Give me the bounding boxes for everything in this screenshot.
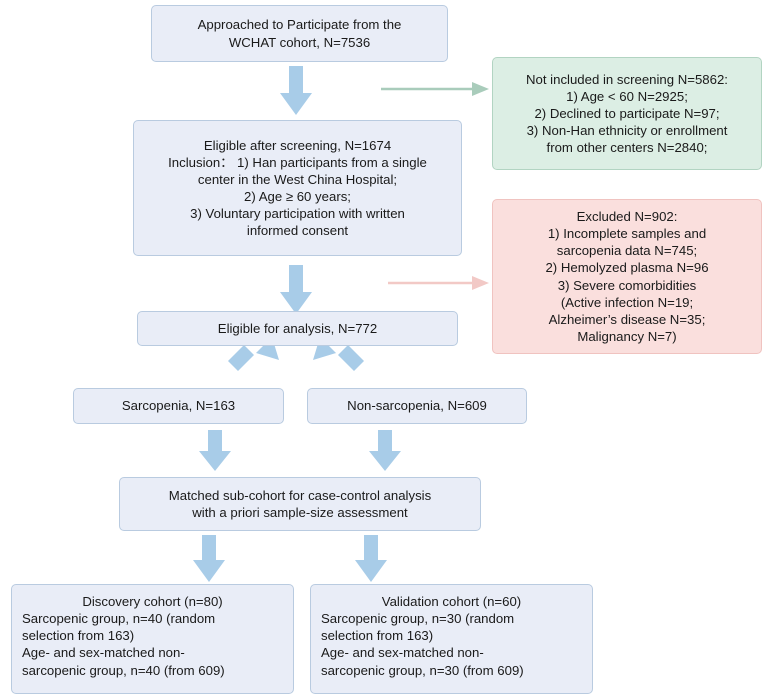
eligible-screening-line-1: Eligible after screening, N=1674 — [203, 137, 392, 153]
non-sarcopenia-line-1: Non-sarcopenia, N=609 — [347, 398, 487, 414]
validation-line-3: selection from 163) — [321, 628, 434, 644]
arrow-sarcopenia-to-matched — [199, 430, 231, 471]
matched-line-1: Matched sub-cohort for case-control anal… — [168, 487, 432, 503]
eligible-analysis-line-1: Eligible for analysis, N=772 — [217, 320, 378, 336]
arrow-eligible-screening-to-eligible-analysis — [280, 265, 312, 314]
excluded-line-5: 3) Severe comorbidities — [557, 277, 697, 293]
not-included-line-4: 3) Non-Han ethnicity or enrollment — [526, 123, 728, 139]
eligible-screening-line-6: informed consent — [246, 223, 349, 239]
node-eligible-for-analysis: Eligible for analysis, N=772 — [137, 311, 458, 346]
discovery-line-3: selection from 163) — [22, 628, 135, 644]
matched-line-2: with a priori sample-size assessment — [192, 505, 408, 520]
approached-line-1: Approached to Participate from the — [197, 17, 402, 33]
arrow-to-excluded — [388, 276, 489, 290]
discovery-line-2: Sarcopenic group, n=40 (random — [22, 611, 216, 627]
node-discovery-cohort: Discovery cohort (n=80) Sarcopenic group… — [11, 584, 294, 694]
eligible-screening-line-3: center in the West China Hospital; — [197, 171, 398, 187]
validation-line-5: sarcopenic group, n=30 (from 609) — [321, 662, 524, 678]
discovery-line-4: Age- and sex-matched non- — [22, 645, 185, 661]
arrow-matched-to-validation — [355, 535, 387, 582]
arrow-approached-to-eligible-screening — [280, 66, 312, 115]
eligible-screening-line-5: 3) Voluntary participation with written — [190, 206, 405, 222]
excluded-line-2: 1) Incomplete samples and — [547, 226, 707, 242]
not-included-line-3: 2) Declined to participate N=97; — [534, 105, 720, 121]
node-sarcopenia: Sarcopenia, N=163 — [73, 388, 284, 424]
excluded-line-7: Alzheimer’s disease N=35; — [548, 311, 706, 327]
validation-line-1: Validation cohort (n=60) — [381, 594, 522, 609]
node-matched-sub-cohort: Matched sub-cohort for case-control anal… — [119, 477, 481, 531]
node-non-sarcopenia: Non-sarcopenia, N=609 — [307, 388, 527, 424]
excluded-line-4: 2) Hemolyzed plasma N=96 — [545, 260, 709, 276]
node-validation-cohort: Validation cohort (n=60) Sarcopenic grou… — [310, 584, 593, 694]
eligible-screening-line-2: Inclusion： 1) Han participants from a si… — [168, 154, 427, 170]
excluded-line-6: (Active infection N=19; — [560, 294, 694, 310]
node-not-included-in-screening: Not included in screening N=5862: 1) Age… — [492, 57, 762, 170]
not-included-line-2: 1) Age < 60 N=2925; — [566, 88, 688, 104]
validation-line-2: Sarcopenic group, n=30 (random — [321, 611, 515, 627]
excluded-line-1: Excluded N=902: — [576, 208, 678, 224]
validation-line-4: Age- and sex-matched non- — [321, 645, 484, 661]
excluded-line-8: Malignancy N=7) — [577, 328, 677, 344]
node-approached-to-participate: Approached to Participate from the WCHAT… — [151, 5, 448, 62]
discovery-line-5: sarcopenic group, n=40 (from 609) — [22, 662, 225, 678]
sarcopenia-line-1: Sarcopenia, N=163 — [121, 398, 236, 414]
arrow-matched-to-discovery — [193, 535, 225, 582]
arrow-to-not-included — [381, 82, 489, 96]
approached-line-2: WCHAT cohort, N=7536 — [228, 34, 371, 50]
discovery-line-1: Discovery cohort (n=80) — [82, 594, 223, 609]
excluded-line-3: sarcopenia data N=745; — [556, 243, 698, 259]
node-excluded: Excluded N=902: 1) Incomplete samples an… — [492, 199, 762, 354]
node-eligible-after-screening: Eligible after screening, N=1674 Inclusi… — [133, 120, 462, 256]
arrow-non-sarcopenia-to-matched — [369, 430, 401, 471]
eligible-screening-line-4: 2) Age ≥ 60 years; — [244, 189, 351, 204]
not-included-line-1: Not included in screening N=5862: — [526, 71, 728, 87]
not-included-line-5: from other centers N=2840; — [546, 140, 708, 156]
